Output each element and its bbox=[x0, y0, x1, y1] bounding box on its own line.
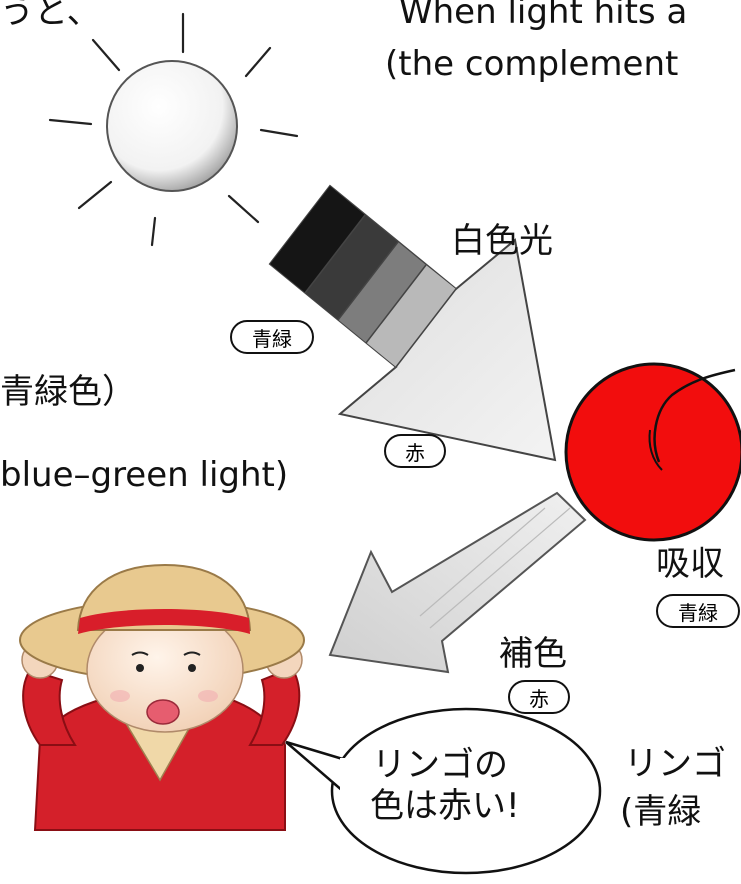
left-jp-text: 青緑色） bbox=[0, 372, 136, 412]
sun-icon bbox=[48, 12, 299, 247]
complement-label: 補色 bbox=[499, 634, 567, 674]
top-right-text-line1: When light hits a bbox=[399, 0, 688, 32]
tag-blue-green-incoming: 青緑 bbox=[230, 320, 314, 354]
tag-red-complement: 赤 bbox=[508, 680, 570, 714]
child-figure bbox=[19, 563, 305, 831]
white-light-label: 白色光 bbox=[451, 221, 553, 261]
left-en-text: blue–green light) bbox=[0, 455, 289, 495]
speech-bubble bbox=[285, 707, 602, 875]
bottom-right-text-line2: (青緑 bbox=[620, 792, 702, 832]
bubble-text-line2: 色は赤い! bbox=[370, 786, 520, 826]
apple-icon bbox=[564, 362, 741, 542]
white-light-arrow bbox=[268, 184, 557, 462]
bottom-right-text-line1: リンゴ bbox=[624, 744, 726, 784]
reflected-light-arrow bbox=[328, 491, 587, 674]
top-right-text-line2: (the complement bbox=[385, 44, 679, 84]
bubble-text-line1: リンゴの bbox=[372, 745, 508, 785]
tag-blue-green-absorbed: 青緑 bbox=[656, 594, 740, 628]
top-left-text: うと、 bbox=[0, 0, 101, 32]
tag-red-incoming: 赤 bbox=[384, 434, 446, 468]
absorb-label: 吸収 bbox=[656, 544, 724, 584]
